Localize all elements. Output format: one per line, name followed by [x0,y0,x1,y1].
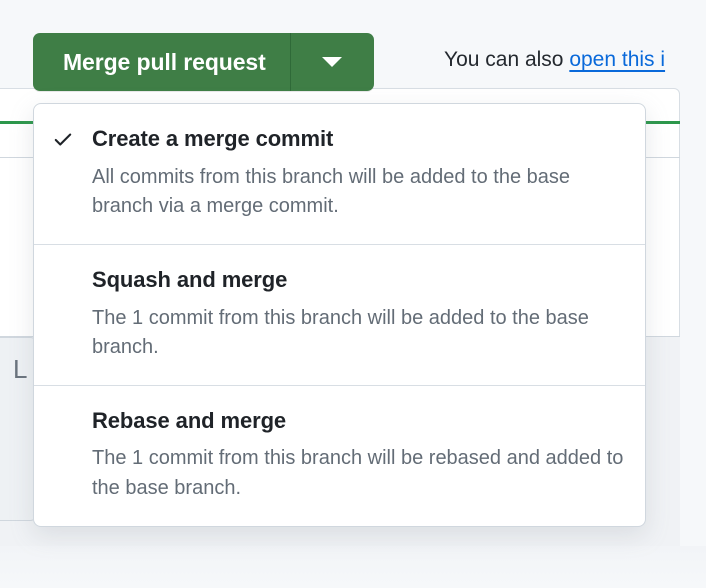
menu-item-title: Create a merge commit [92,126,334,151]
menu-item-check-slot [52,265,92,363]
menu-item-description: All commits from this branch will be add… [92,165,570,218]
menu-item-body: Rebase and merge The 1 commit from this … [92,406,627,504]
merge-pull-request-button-group[interactable]: Merge pull request [33,33,374,91]
merge-method-dropdown-toggle[interactable] [289,33,374,91]
helper-prefix: You can also [444,48,570,71]
menu-item-check-slot [52,124,92,222]
avatar-chip: L [0,337,38,521]
menu-item-create-merge-commit[interactable]: Create a merge commit All commits from t… [34,104,645,244]
menu-item-description: The 1 commit from this branch will be ad… [92,306,589,359]
menu-item-description: The 1 commit from this branch will be re… [92,447,624,500]
check-icon [54,133,72,146]
menu-item-title: Rebase and merge [92,407,287,433]
chevron-down-icon [322,57,343,67]
merge-pull-request-button[interactable]: Merge pull request [33,33,290,91]
menu-item-squash-and-merge[interactable]: Squash and merge The 1 commit from this … [34,243,645,385]
page-bottom-fade [0,546,706,588]
menu-item-body: Create a merge commit All commits from t… [92,124,627,222]
menu-item-rebase-and-merge[interactable]: Rebase and merge The 1 commit from this … [34,384,645,526]
open-this-link[interactable]: open this i [569,48,666,71]
menu-item-body: Squash and merge The 1 commit from this … [92,265,627,363]
merge-method-dropdown-menu[interactable]: Create a merge commit All commits from t… [33,103,646,527]
menu-item-title: Squash and merge [92,266,288,292]
open-in-desktop-helper-text: You can also open this i [444,48,665,72]
avatar-chip-label: L [13,354,28,384]
menu-item-check-slot [52,406,92,504]
